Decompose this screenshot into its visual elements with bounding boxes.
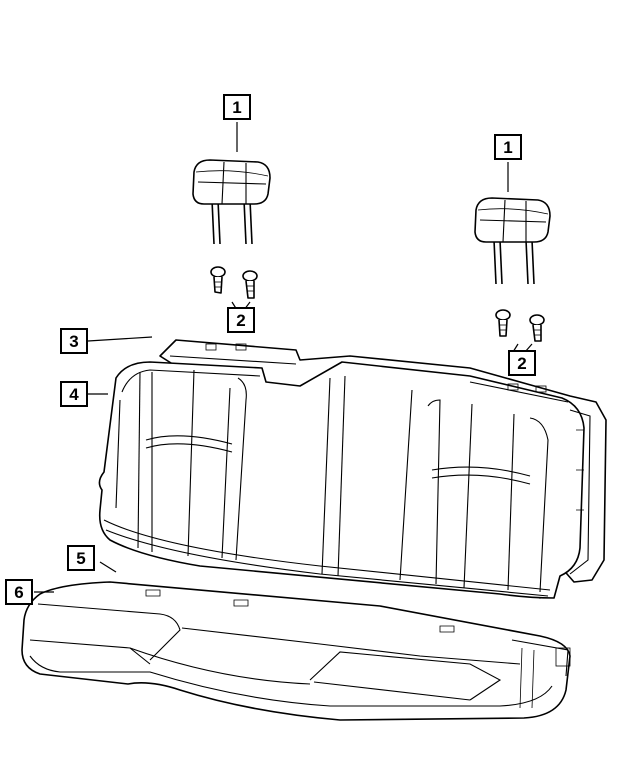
callout-guide-left: 2 — [227, 307, 255, 333]
cushion-assembly — [21, 581, 571, 721]
headrest-guides-right — [495, 309, 545, 342]
seatback-assembly — [98, 339, 607, 599]
headrest-guides-left — [210, 266, 258, 299]
callout-seatback-cover: 4 — [60, 381, 88, 407]
headrest-left — [192, 159, 271, 245]
headrest-right — [474, 197, 551, 285]
callout-cushion-frame: 5 — [67, 545, 95, 571]
callout-headrest-left: 1 — [223, 94, 251, 120]
callout-seatback-frame: 3 — [60, 328, 88, 354]
callout-headrest-right: 1 — [494, 134, 522, 160]
callout-guide-right: 2 — [508, 350, 536, 376]
callout-cushion-cover: 6 — [5, 579, 33, 605]
